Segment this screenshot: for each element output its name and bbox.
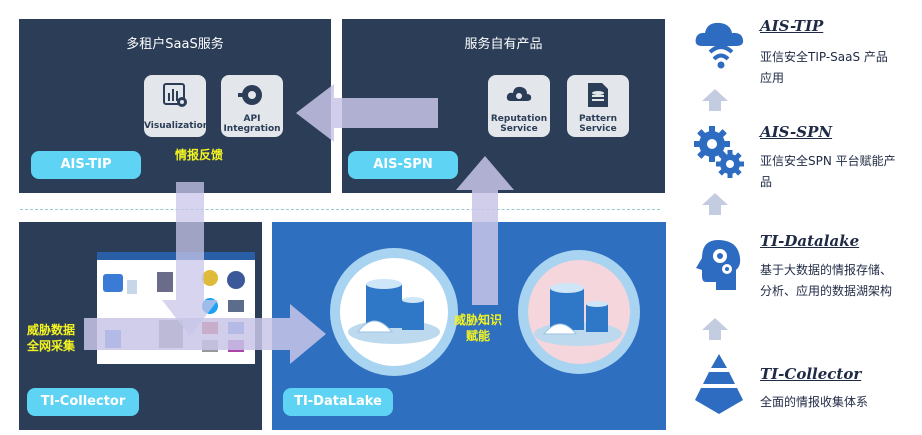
api-integration-icon	[238, 85, 262, 105]
legend-title-ais-tip: AIS-TIP	[760, 17, 824, 35]
collector-label: 威胁数据 全网采集	[21, 322, 81, 354]
legend-desc-ti-datalake-line2: 分析、应用的数据湖架构	[760, 284, 893, 298]
legend-desc-ais-tip: 亚信安全TIP-SaaS 产品 应用	[760, 47, 920, 89]
reputation-service-tile: Reputation Service	[488, 75, 550, 137]
ti-datalake-pill: TI-DataLake	[283, 388, 393, 416]
up-arrow-icon	[702, 193, 728, 215]
divider-line	[20, 209, 660, 210]
collector-label-line1: 威胁数据	[26, 323, 75, 337]
legend-title-ais-spn: AIS-SPN	[760, 123, 833, 141]
ti-collector-panel: 威胁数据 全网采集 TI-Collector	[19, 222, 262, 430]
api-integration-label: API Integration	[223, 114, 281, 134]
visualization-icon	[163, 83, 187, 107]
head-gears-icon	[696, 240, 741, 290]
legend-title-ti-collector: TI-Collector	[760, 365, 862, 383]
api-integration-tile: API Integration	[221, 75, 283, 137]
datalake-label-line2: 赋能	[465, 329, 490, 343]
cloud-gear-icon	[506, 86, 532, 101]
feedback-label: 情报反馈	[174, 148, 223, 162]
cloud-wifi-icon	[695, 22, 744, 69]
up-arrow-icon	[702, 89, 728, 111]
collector-label-line2: 全网采集	[26, 339, 75, 353]
ais-tip-panel: 多租户SaaS服务 Visualization API Integration …	[19, 19, 331, 193]
legend-desc-ais-spn-line2: 品	[760, 175, 773, 189]
legend-desc-ti-collector: 全面的情报收集体系	[760, 392, 920, 413]
pyramid-icon	[695, 354, 743, 414]
legend-desc-ais-tip-line1: 亚信安全TIP-SaaS 产品	[760, 50, 888, 64]
ti-datalake-panel: 威胁知识 赋能 TI-DataLake	[272, 222, 666, 430]
legend-desc-ti-collector-line1: 全面的情报收集体系	[760, 395, 869, 409]
datalake-circle-left	[330, 248, 458, 376]
legend-desc-ais-spn: 亚信安全SPN 平台赋能产 品	[760, 151, 920, 193]
legend-title-ti-datalake: TI-Datalake	[760, 232, 860, 250]
ais-spn-pill: AIS-SPN	[348, 151, 458, 179]
tip-panel-title: 多租户SaaS服务	[126, 37, 224, 52]
datalake-label-line1: 威胁知识	[453, 313, 502, 327]
datalake-icon-secondary	[534, 283, 622, 346]
visualization-tile: Visualization	[144, 75, 210, 137]
gears-icon	[694, 126, 744, 178]
legend-desc-ti-datalake-line1: 基于大数据的情报存储、	[760, 263, 893, 277]
data-sources-icon	[103, 270, 245, 352]
legend-desc-ais-spn-line1: 亚信安全SPN 平台赋能产	[760, 154, 896, 168]
datalake-icon	[348, 279, 440, 344]
ti-collector-pill: TI-Collector	[27, 388, 139, 416]
datalake-circle-right	[518, 250, 640, 374]
ais-tip-pill: AIS-TIP	[31, 151, 141, 179]
legend-desc-ais-tip-line2: 应用	[760, 71, 785, 85]
reputation-service-label: Reputation Service	[490, 114, 548, 134]
ais-spn-panel: 服务自有产品 Reputation Service Pattern Servic…	[342, 19, 665, 193]
pattern-service-label: Pattern Service	[579, 114, 617, 134]
collector-screen	[97, 252, 255, 364]
up-arrow-icon	[702, 318, 728, 340]
spn-panel-title: 服务自有产品	[464, 37, 543, 52]
visualization-label: Visualization	[144, 121, 210, 131]
database-doc-icon	[588, 83, 608, 107]
legend-desc-ti-datalake: 基于大数据的情报存储、 分析、应用的数据湖架构	[760, 260, 922, 302]
datalake-label: 威胁知识 赋能	[448, 312, 508, 344]
pattern-service-tile: Pattern Service	[567, 75, 629, 137]
